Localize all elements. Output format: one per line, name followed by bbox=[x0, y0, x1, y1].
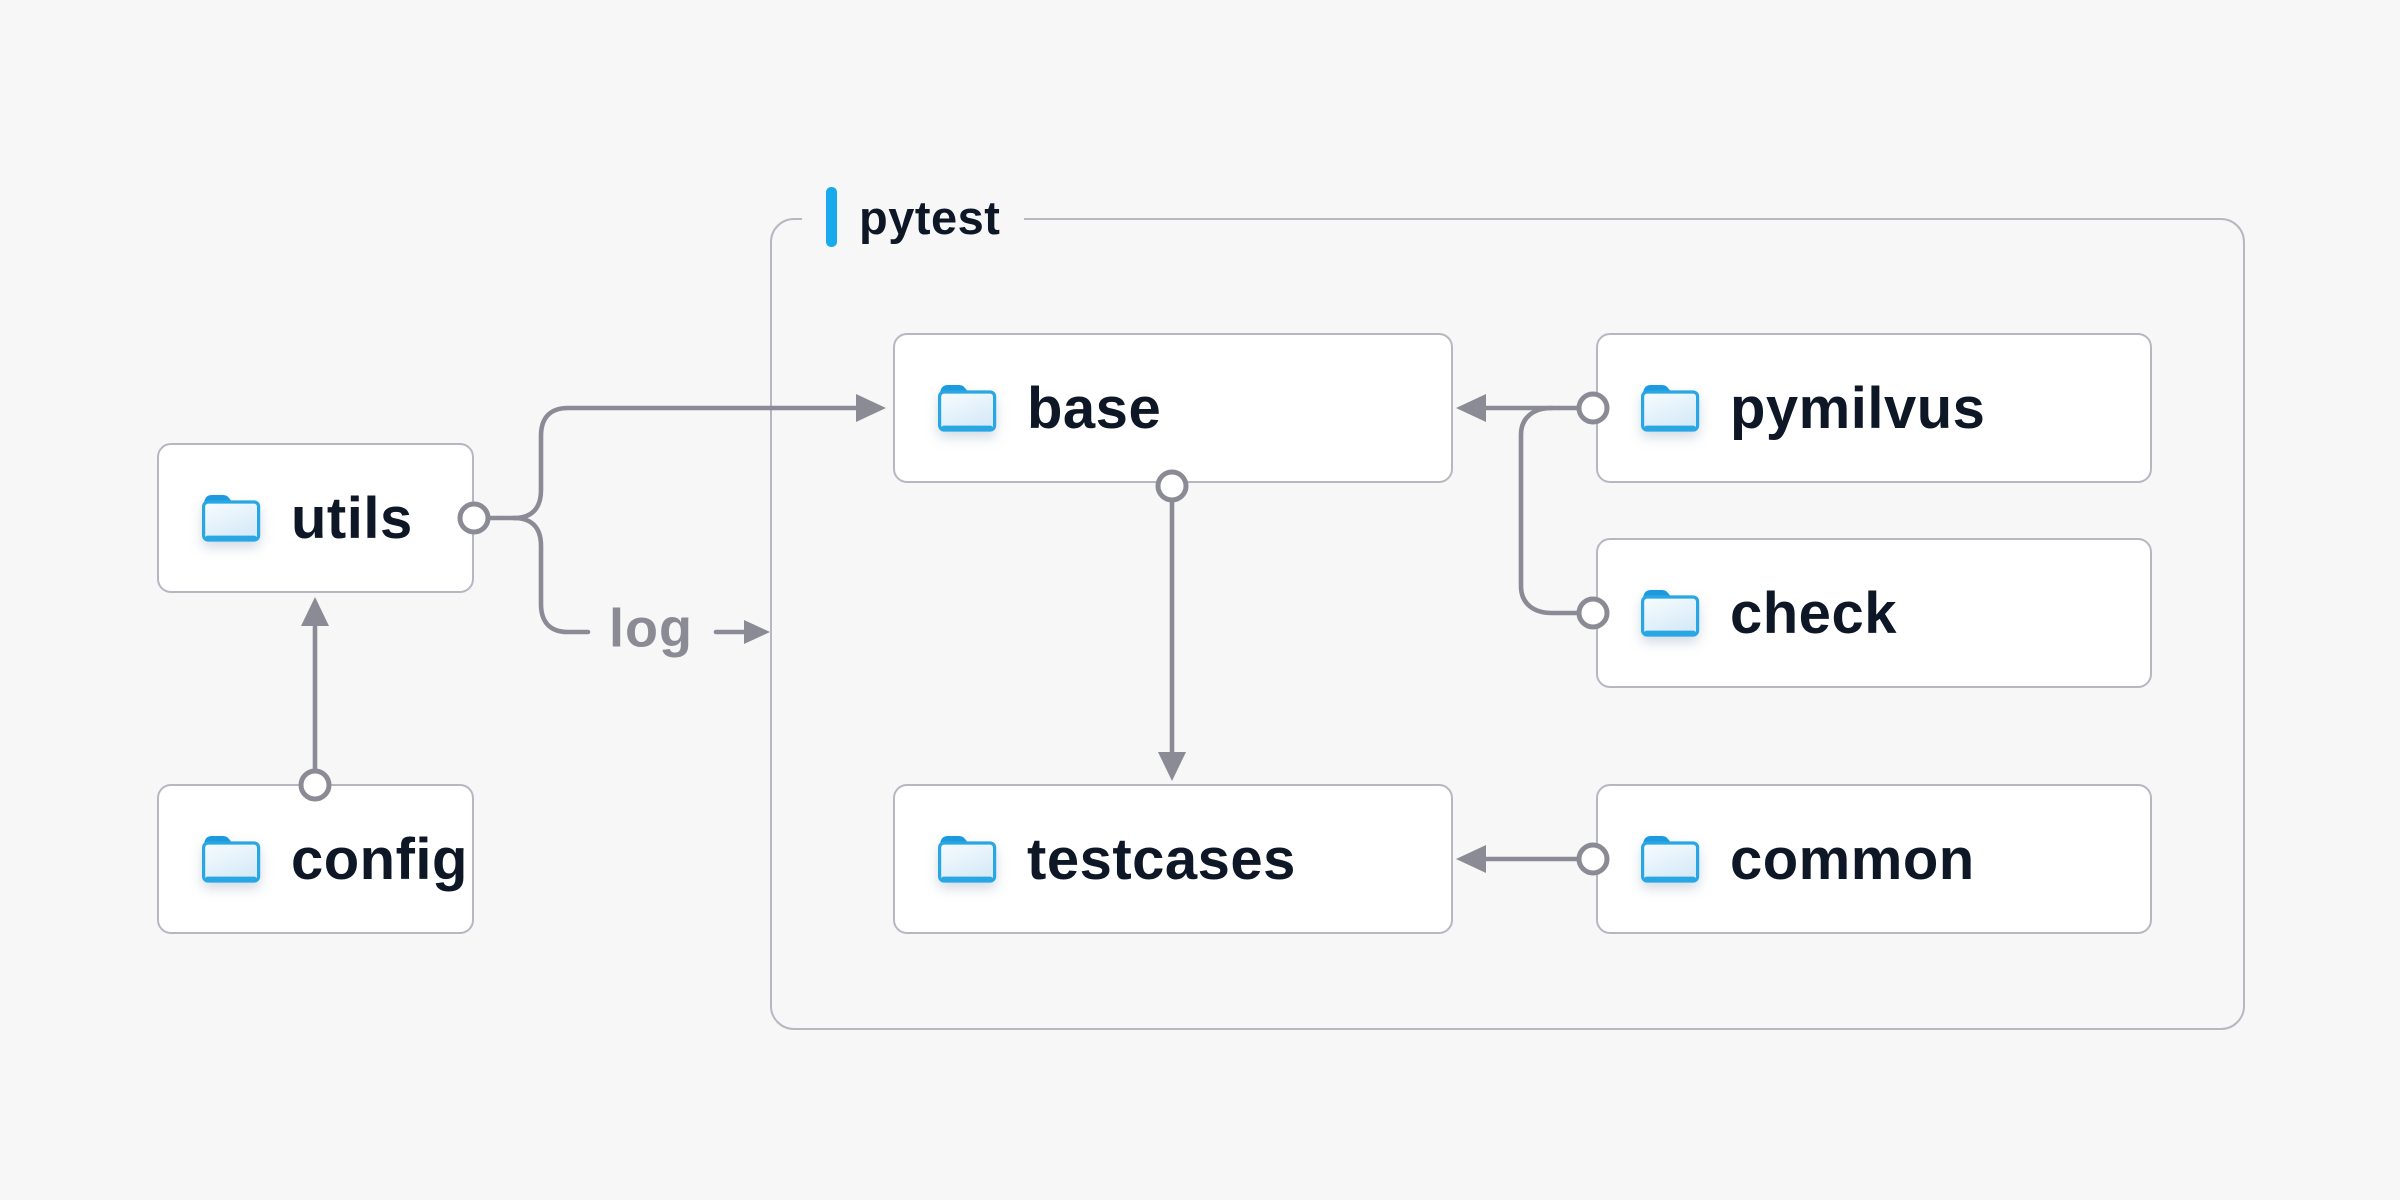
arrowhead-right-pytest bbox=[744, 620, 770, 644]
node-label: pymilvus bbox=[1730, 375, 1986, 441]
folder-icon bbox=[202, 834, 261, 883]
node-label: testcases bbox=[1027, 826, 1296, 892]
folder-icon bbox=[1640, 834, 1700, 883]
node-label: config bbox=[291, 826, 468, 892]
arrowhead-up-utils bbox=[301, 597, 329, 626]
folder-icon bbox=[1640, 588, 1700, 637]
node-base: base bbox=[893, 333, 1453, 483]
node-label: common bbox=[1730, 826, 1975, 892]
node-config: config bbox=[157, 784, 474, 934]
folder-icon bbox=[937, 383, 997, 432]
node-testcases: testcases bbox=[893, 784, 1453, 934]
edge-utils-log bbox=[511, 515, 591, 635]
node-pymilvus: pymilvus bbox=[1596, 333, 2152, 483]
pytest-group-box bbox=[770, 218, 2245, 1030]
node-label: utils bbox=[291, 485, 413, 551]
node-common: common bbox=[1596, 784, 2152, 934]
node-label: check bbox=[1730, 580, 1897, 646]
node-utils: utils bbox=[157, 443, 474, 593]
pytest-group-label: pytest bbox=[802, 185, 1025, 249]
folder-icon bbox=[1640, 383, 1700, 432]
folder-icon bbox=[202, 493, 261, 542]
node-check: check bbox=[1596, 538, 2152, 688]
node-label: base bbox=[1027, 375, 1162, 441]
folder-icon bbox=[937, 834, 997, 883]
log-edge-label: log bbox=[609, 598, 693, 659]
accent-bar bbox=[826, 187, 837, 247]
group-title: pytest bbox=[859, 190, 1001, 244]
